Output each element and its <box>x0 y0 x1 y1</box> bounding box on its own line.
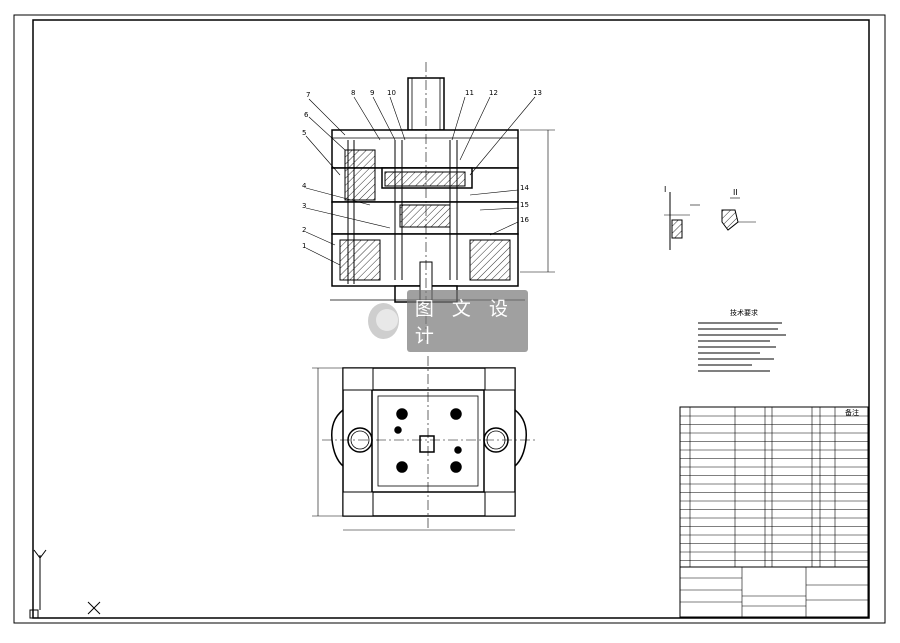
callout-leaders <box>305 96 536 266</box>
outer-frame <box>13 14 886 624</box>
callout-2: 2 <box>302 226 306 234</box>
callout-4: 4 <box>302 182 307 190</box>
ucs-icon <box>29 549 101 619</box>
callout-16: 16 <box>520 216 529 224</box>
callout-11: 11 <box>465 89 474 97</box>
callout-12: 12 <box>489 89 498 97</box>
callout-15: 15 <box>520 201 529 209</box>
callout-5: 5 <box>302 129 306 137</box>
callout-1: 1 <box>302 242 306 250</box>
tech-notes-title: 技术要求 <box>730 308 758 317</box>
bom-table <box>679 406 869 568</box>
detail-label-right: II <box>733 188 738 197</box>
plan-view <box>312 356 536 531</box>
tech-notes-lines <box>698 322 786 372</box>
section-view <box>330 62 555 340</box>
watermark: 图 文 设 计 <box>368 290 528 352</box>
callout-14: 14 <box>520 184 529 192</box>
bom-rows <box>680 415 868 561</box>
callout-3: 3 <box>302 202 306 210</box>
watermark-logo-icon <box>368 303 399 339</box>
title-block <box>679 566 869 618</box>
detail-views <box>664 192 756 250</box>
callout-10: 10 <box>387 89 396 97</box>
watermark-text: 图 文 设 计 <box>406 290 528 352</box>
callout-numbers: 7 8 9 10 11 12 13 6 5 4 3 2 1 14 15 16 <box>302 89 542 250</box>
bom-note-header: 备注 <box>845 408 859 417</box>
callout-13: 13 <box>533 89 542 97</box>
callout-7: 7 <box>306 91 310 99</box>
callout-9: 9 <box>370 89 374 97</box>
inner-frame <box>32 19 870 619</box>
callout-8: 8 <box>351 89 355 97</box>
callout-6: 6 <box>304 111 309 119</box>
detail-label-left: I <box>664 185 666 194</box>
